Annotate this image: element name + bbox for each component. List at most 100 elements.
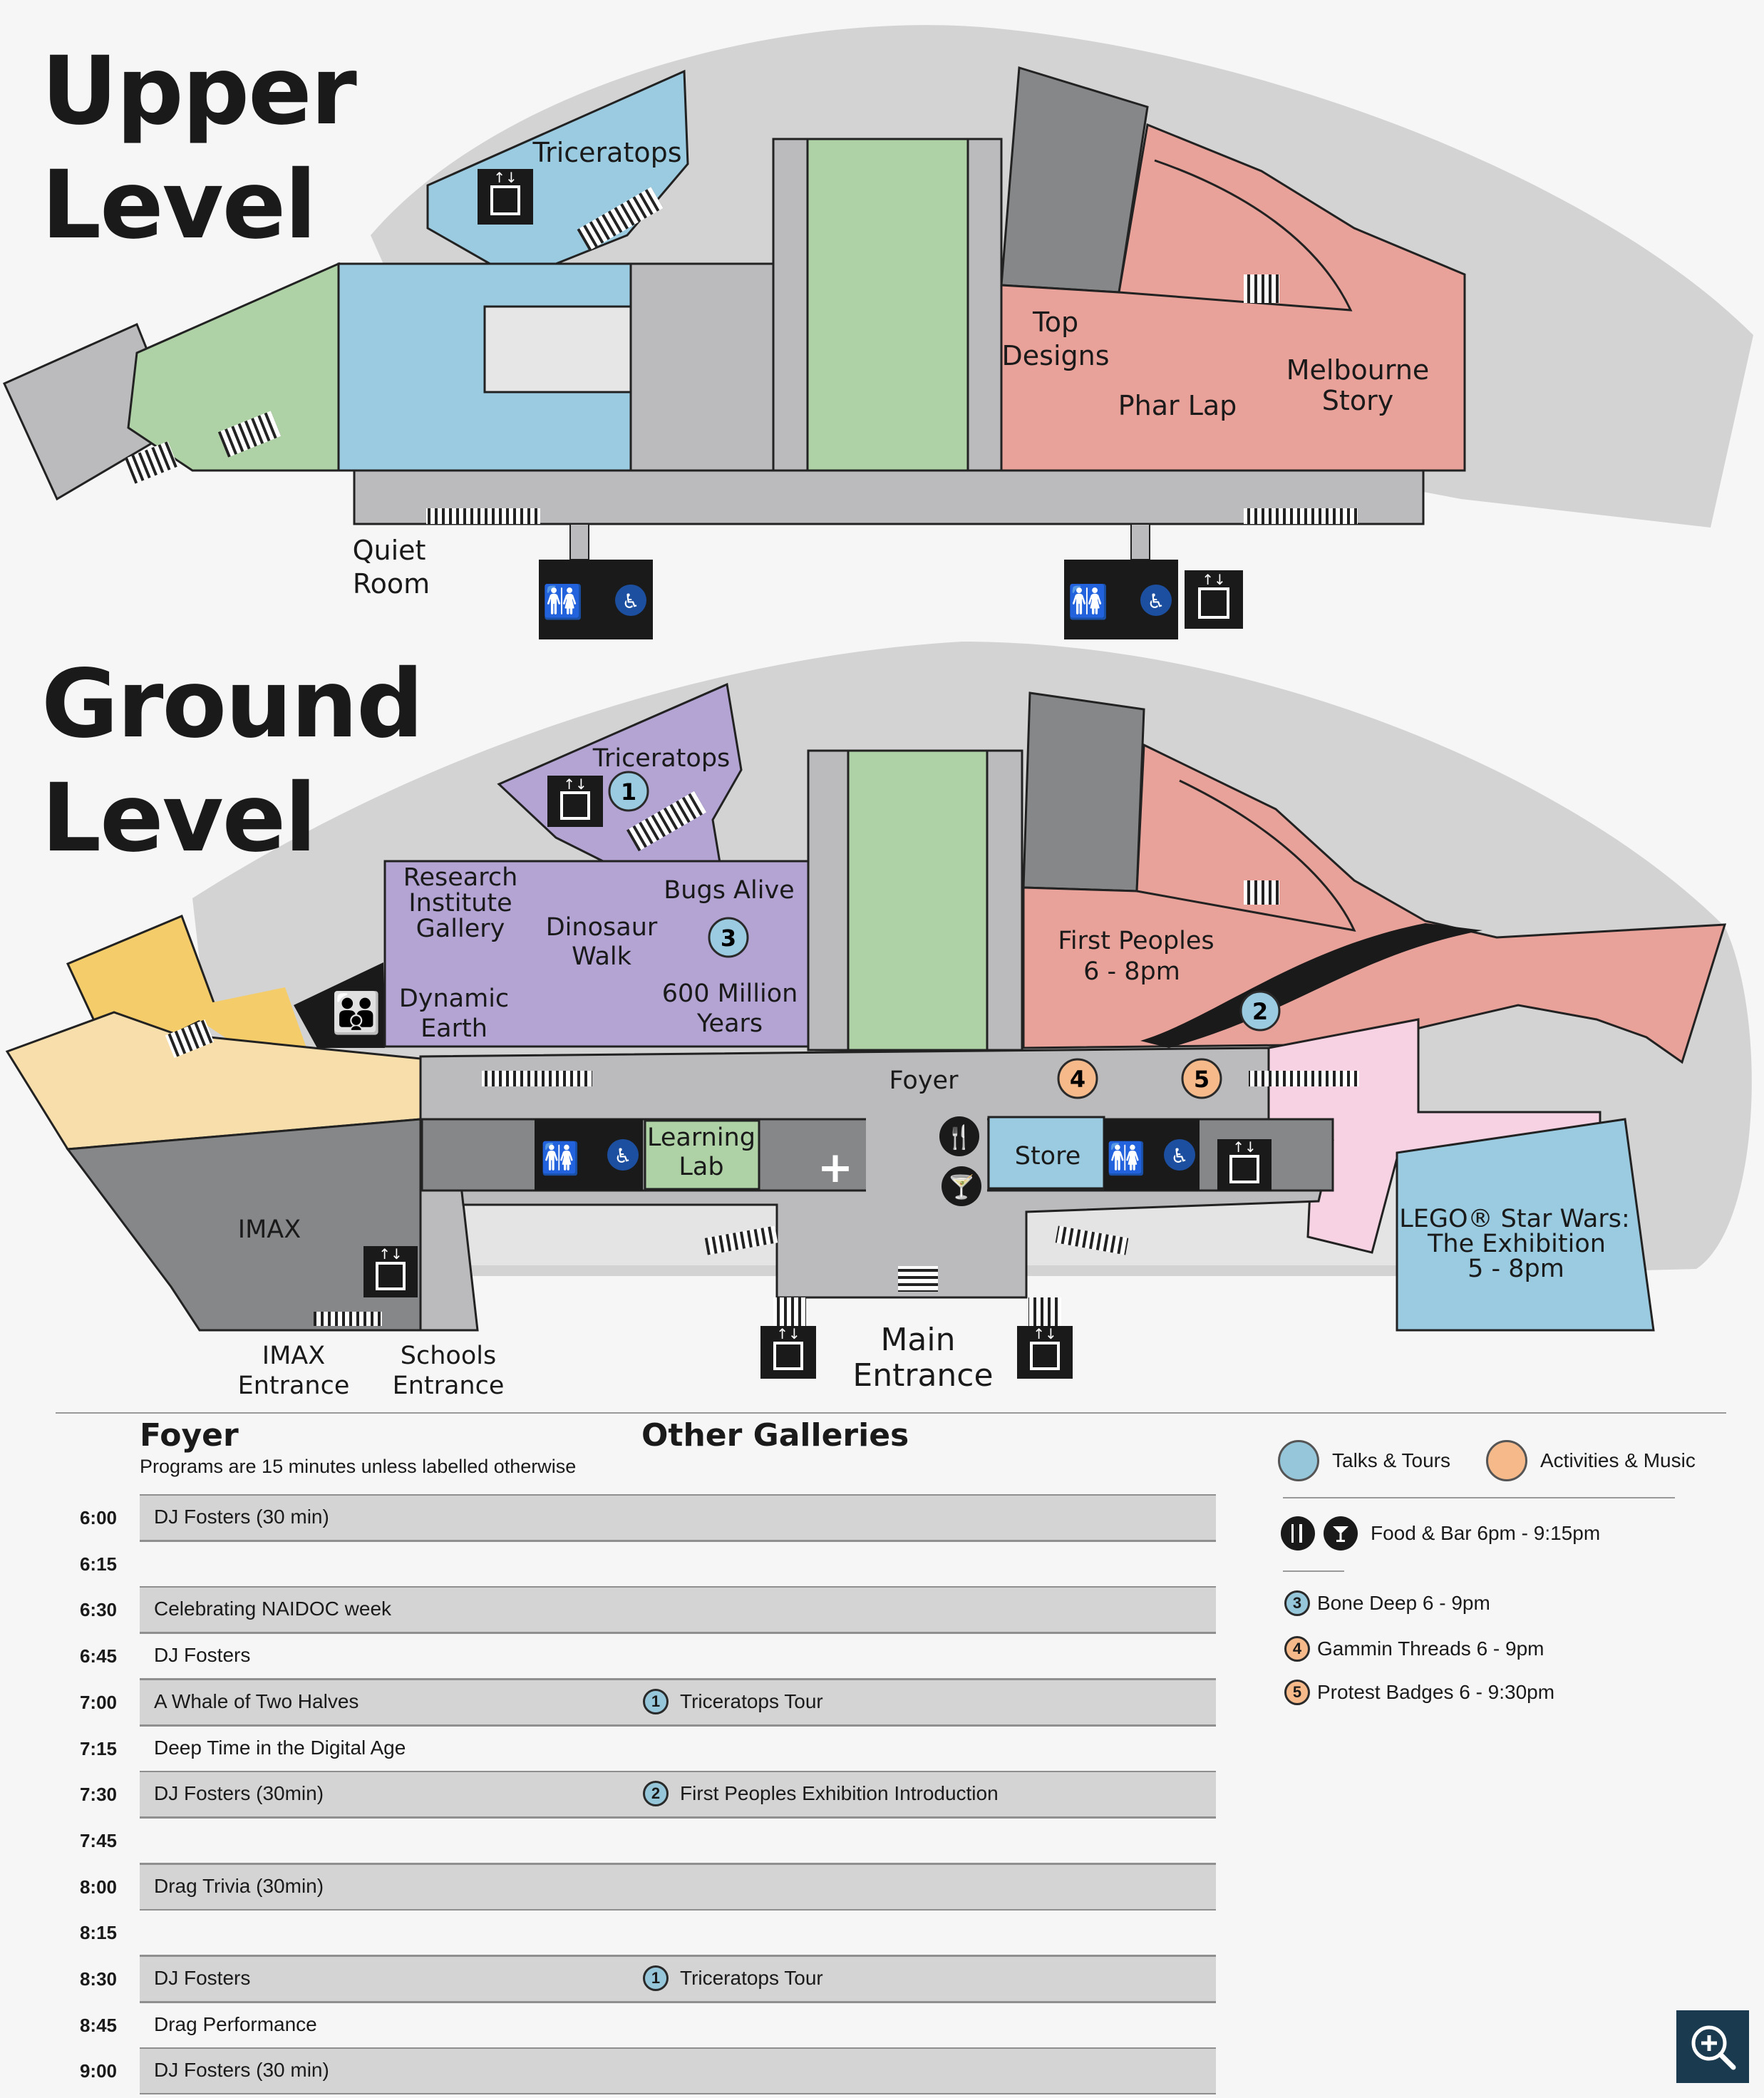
foyer-program-cell: Drag Performance [154,2012,317,2035]
ground-dark-block [1022,691,1145,893]
ground-green-court [847,749,989,1051]
upper-pink-galleries [1000,123,1466,472]
ground-facilities-west[interactable]: 🚻 ♿ [535,1119,643,1191]
table-row-bar [140,1955,1216,2002]
table-row-bar [140,1816,1216,1864]
legend-marker: 3 [1284,1590,1310,1616]
ground-marker-3[interactable] [708,917,749,958]
section-divider [56,1412,1726,1414]
upper-label-melbourne-2: Story [1322,385,1393,416]
svg-text:↑↓: ↑↓ [1202,571,1226,588]
ground-store [987,1116,1105,1190]
legend-activities: Activities & Music [1486,1440,1696,1481]
ground-label-schools-2: Entrance [393,1372,505,1400]
upper-stairs-3 [125,441,178,484]
legend-marker: 4 [1284,1636,1310,1662]
ground-stairs-2 [1249,1071,1359,1086]
ground-level-title: Ground Level [41,647,424,875]
ground-label-first-2: 6 - 8pm [1083,957,1180,986]
ground-label-foyer: Foyer [889,1066,959,1095]
ground-imax [66,1118,422,1332]
upper-facilities-west[interactable]: 🚻 ♿ [539,560,653,639]
legend-food: Food & Bar 6pm - 9:15pm [1281,1516,1600,1551]
ground-stairs-6 [898,1266,938,1292]
upper-stairs-2 [1244,508,1358,524]
upper-facilities-east[interactable]: 🚻 ♿ [1064,560,1178,639]
other-program-label: Triceratops Tour [680,1967,823,1989]
foyer-program-cell: Drag Trivia (30min) [154,1874,324,1897]
ground-label-lego-1: LEGO® Star Wars: [1399,1205,1630,1233]
legend-item-label: Gammin Threads 6 - 9pm [1317,1637,1544,1660]
ground-level-title-line2: Level [41,763,316,873]
ground-label-research-3: Gallery [416,915,505,943]
other-program-cell: 1 Triceratops Tour [643,1688,823,1714]
legend-item: 4 Gammin Threads 6 - 9pm [1284,1636,1544,1662]
ground-lift-icon-east[interactable]: ↑↓ [1217,1138,1272,1191]
ground-label-imax-entrance-1: IMAX [262,1342,325,1370]
svg-text:↑↓: ↑↓ [563,776,587,793]
ground-family-room-icon[interactable]: 👪 [331,990,381,1037]
ground-marker-4[interactable] [1057,1058,1098,1099]
svg-text:🍸: 🍸 [947,1173,976,1200]
table-row: 8:45 Drag Performance [0,2001,1216,2049]
ground-first-peoples-curve [1136,779,1356,932]
table-row-bar [140,1863,1216,1911]
time-cell: 8:45 [79,2014,117,2036]
upper-lift-icon-east[interactable]: ↑↓ [1185,570,1243,629]
zoom-in-button[interactable] [1676,2010,1749,2083]
gallery-marker: 1 [643,1688,669,1714]
ground-facilities-east[interactable]: 🚻 ♿ [1104,1119,1200,1191]
ground-stairs-7 [165,1019,215,1059]
ground-black-ramp [1140,923,1482,1048]
ground-first-aid-icon[interactable]: + [817,1143,853,1193]
ground-label-schools-1: Schools [401,1342,496,1370]
ground-lift-icon-entrance-west[interactable]: ↑↓ [760,1325,816,1379]
ground-marker-2[interactable] [1239,990,1281,1032]
ground-label-main-1: Main [880,1322,955,1358]
ground-marker-3-label: 3 [721,925,736,952]
ground-label-imax-entrance-2: Entrance [238,1372,350,1400]
ground-marker-5[interactable] [1181,1058,1222,1099]
museum-map: ↑↓ 🚻 ♿ 🚻 ♿ ↑↓ Triceratops Top Designs Ph… [3,25,1753,1400]
ground-label-store: Store [1015,1142,1081,1171]
ground-label-learning-1: Learning [647,1123,755,1152]
table-row: 7:45 [0,1816,1216,1864]
legend-marker: 5 [1284,1680,1310,1705]
ground-lift-icon-triceratops[interactable]: ↑↓ [547,776,603,827]
time-cell: 7:30 [79,1784,117,1806]
time-cell: 6:15 [79,1553,117,1575]
table-row-bar [140,1632,1216,1680]
svg-text:🚻: 🚻 [542,582,583,621]
ground-lift-icon-entrance-east[interactable]: ↑↓ [1017,1325,1073,1379]
upper-stairs-4 [217,411,282,458]
time-cell: 6:45 [79,1645,117,1667]
table-row-bar [140,1540,1216,1588]
ground-stairs-8 [626,791,707,852]
ground-food-icon[interactable]: 🍴 [939,1116,979,1156]
svg-text:↑↓: ↑↓ [378,1245,403,1263]
ground-stairs-4 [704,1225,778,1255]
svg-text:🚻: 🚻 [1107,1141,1146,1177]
ground-lift-icon-imax[interactable]: ↑↓ [363,1245,418,1297]
ground-bar-icon[interactable]: 🍸 [942,1166,981,1206]
other-program-label: Triceratops Tour [680,1690,823,1712]
ground-marker-1[interactable] [608,771,649,812]
upper-green-court [806,138,969,472]
upper-lift-icon-triceratops[interactable]: ↑↓ [478,169,533,225]
ground-marker-2-label: 2 [1252,998,1268,1025]
upper-label-phar-lap: Phar Lap [1118,390,1237,421]
legend-rule-1 [1283,1497,1675,1498]
legend-talks-label: Talks & Tours [1332,1449,1450,1471]
table-row: 8:15 [0,1909,1216,1957]
upper-level-title: Upper Level [41,34,357,262]
upper-pink-curve [1118,159,1353,312]
svg-text:↑↓: ↑↓ [493,169,517,186]
ground-marker-5-label: 5 [1194,1066,1209,1093]
ground-label-bugs: Bugs Alive [664,876,794,905]
ground-label-lego-2: The Exhibition [1427,1230,1606,1258]
foyer-program-cell: DJ Fosters (30 min) [154,2059,329,2082]
